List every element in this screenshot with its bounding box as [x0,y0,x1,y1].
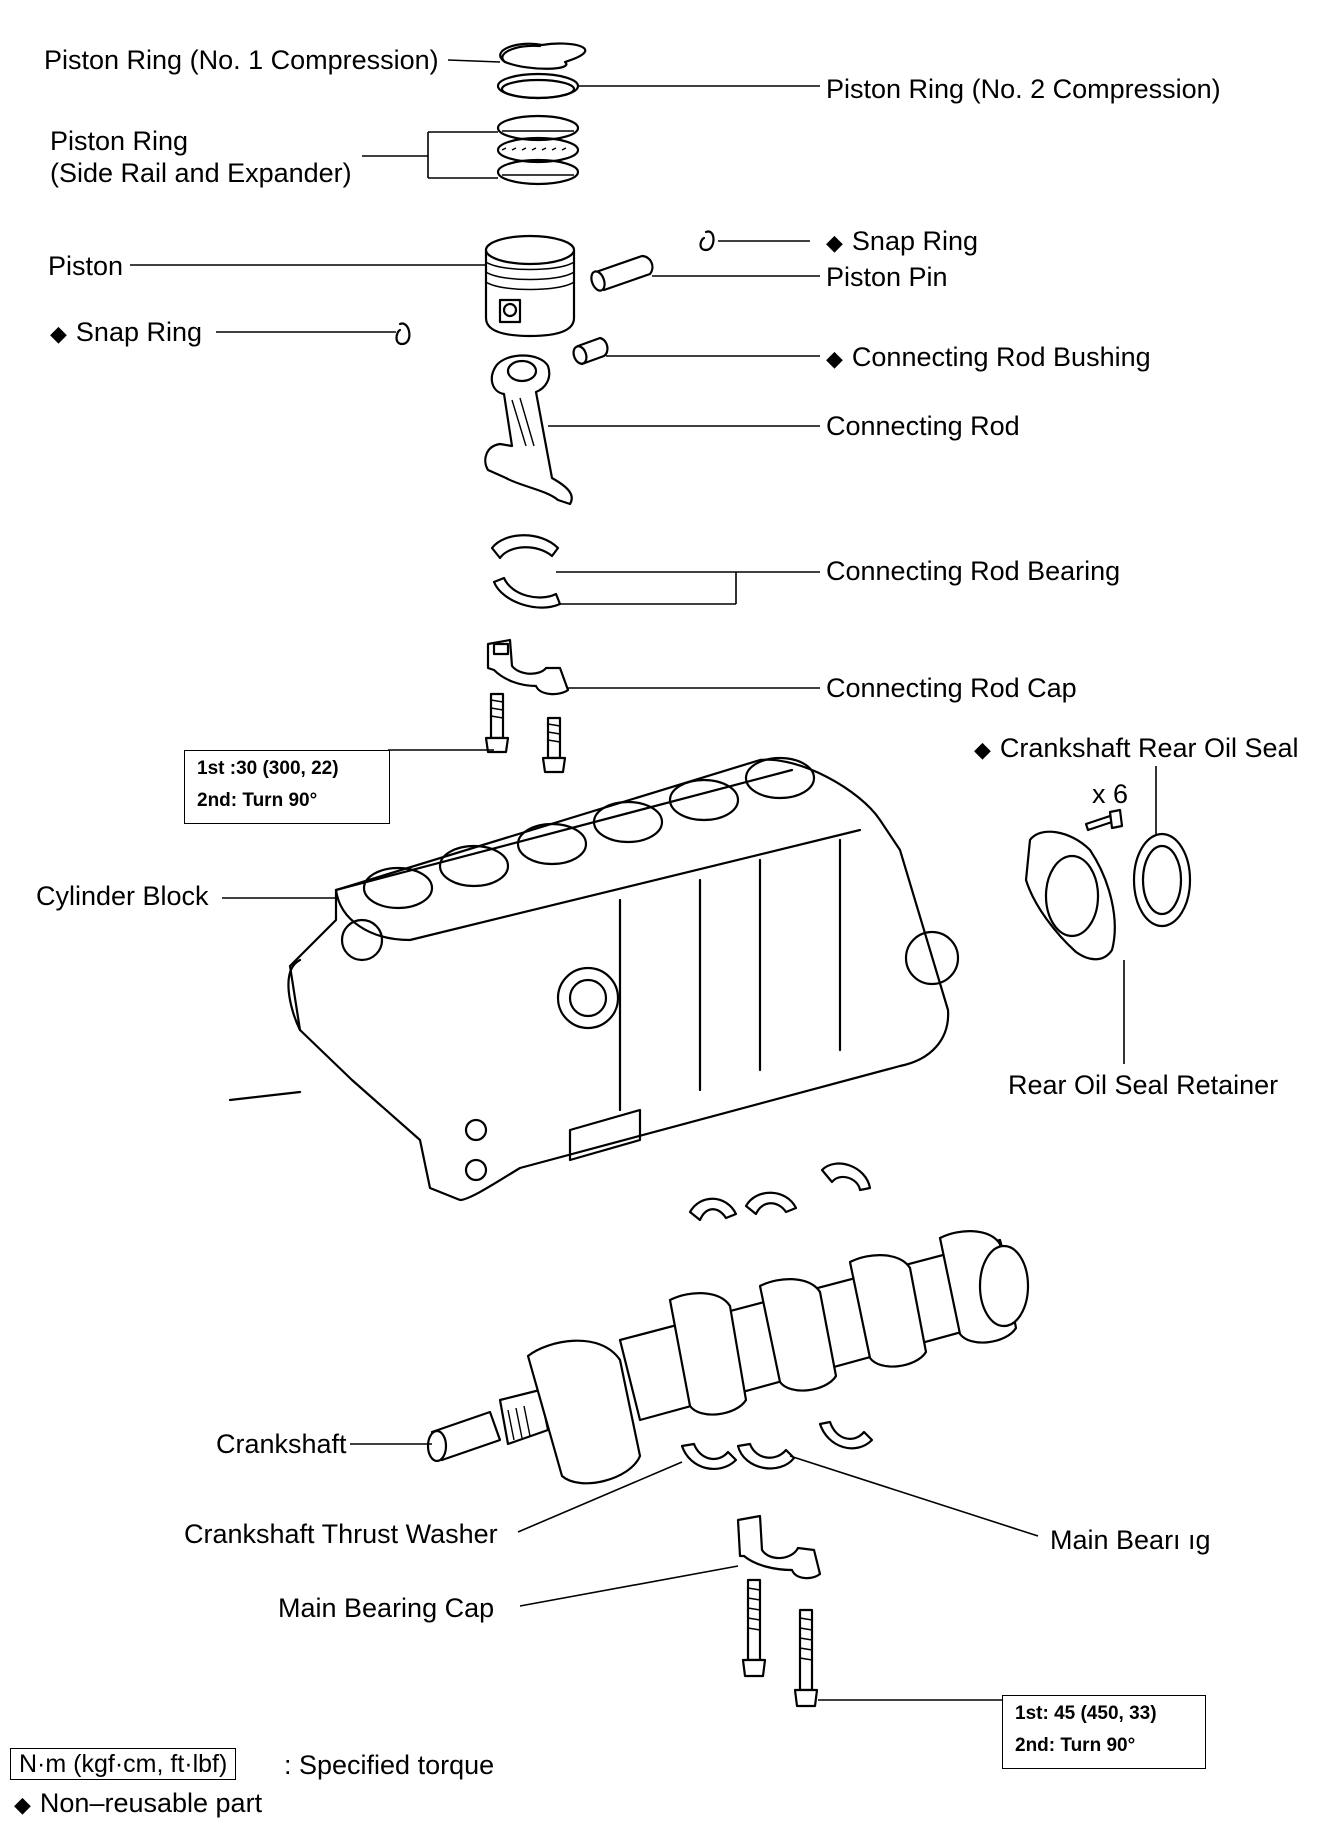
snap-ring-right-drawing [699,230,715,252]
label-crankshaft: Crankshaft [216,1429,347,1459]
leader-lines [130,59,1157,1701]
connecting-rod-drawing [484,354,573,506]
label-bolt-count: x 6 [1092,779,1129,809]
legend-torque-units: N·m (kgf·cm, ft·lbf) [10,1748,237,1780]
seal-retainer-drawing [1024,830,1116,961]
label-main-bearing-cap: Main Bearing Cap [278,1593,495,1623]
lower-main-bearing-drawing [736,1442,796,1470]
upper-main-bearings-drawing [688,1162,872,1222]
thrust-washers-drawing [680,1420,874,1470]
torque-box-main-cap: 1st: 45 (450, 33) 2nd: Turn 90° [1002,1695,1206,1769]
label-snap-ring-right: ◆Snap Ring [826,226,979,256]
non-reusable-marker: ◆ [826,346,843,371]
label-rod-cap: Connecting Rod Cap [826,673,1077,703]
crankshaft-drawing [426,1230,1030,1485]
retainer-bolt-drawing [1084,808,1124,832]
label-thrust-washer: Crankshaft Thrust Washer [184,1519,498,1549]
label-rod-bushing: ◆Connecting Rod Bushing [826,342,1151,372]
piston-drawing [484,234,576,338]
oil-ring-drawing [496,114,580,186]
non-reusable-marker: ◆ [826,230,843,255]
rod-bearing-drawing [490,534,562,609]
rod-bushing-drawing [572,336,609,366]
torque-rod-cap-second: 2nd: Turn 90° [197,790,318,811]
label-piston-ring-no2: Piston Ring (No. 2 Compression) [826,74,1221,104]
label-oil-ring-line1: Piston Ring [50,126,189,156]
label-seal-retainer: Rear Oil Seal Retainer [1008,1070,1279,1100]
label-rear-oil-seal: ◆Crankshaft Rear Oil Seal [974,733,1299,763]
label-rod-bearing: Connecting Rod Bearing [826,556,1121,586]
torque-rod-cap-first: 1st :30 (300, 22) [197,758,339,779]
legend-non-reusable: ◆Non–reusable part [14,1788,263,1818]
label-piston-ring-no1: Piston Ring (No. 1 Compression) [44,45,439,75]
cylinder-block-drawing [228,756,960,1202]
torque-box-rod-cap: 1st :30 (300, 22) 2nd: Turn 90° [184,750,390,824]
rear-oil-seal-drawing [1132,832,1192,928]
label-connecting-rod: Connecting Rod [826,411,1020,441]
label-oil-ring-line2: (Side Rail and Expander) [50,158,352,188]
rod-cap-drawing [486,638,570,696]
rod-cap-bolts-drawing [484,692,567,774]
non-reusable-marker: ◆ [974,737,991,762]
legend-torque-desc: : Specified torque [284,1750,495,1780]
main-bearing-cap-drawing [736,1514,822,1580]
torque-main-cap-second: 2nd: Turn 90° [1015,1735,1136,1756]
piston-ring-no1-drawing [499,42,587,70]
non-reusable-marker: ◆ [14,1792,31,1817]
snap-ring-left-drawing [395,322,411,346]
label-snap-ring-left: ◆Snap Ring [50,317,203,347]
label-cylinder-block: Cylinder Block [36,881,209,911]
torque-main-cap-first: 1st: 45 (450, 33) [1015,1703,1157,1724]
piston-pin-drawing [590,254,654,292]
non-reusable-marker: ◆ [50,321,67,346]
label-piston: Piston [48,251,124,281]
main-cap-bolts-drawing [741,1578,819,1708]
label-piston-pin: Piston Pin [826,262,948,292]
label-main-bearing: Main Bearı ıg [1050,1525,1211,1555]
piston-ring-no2-drawing [496,72,580,100]
